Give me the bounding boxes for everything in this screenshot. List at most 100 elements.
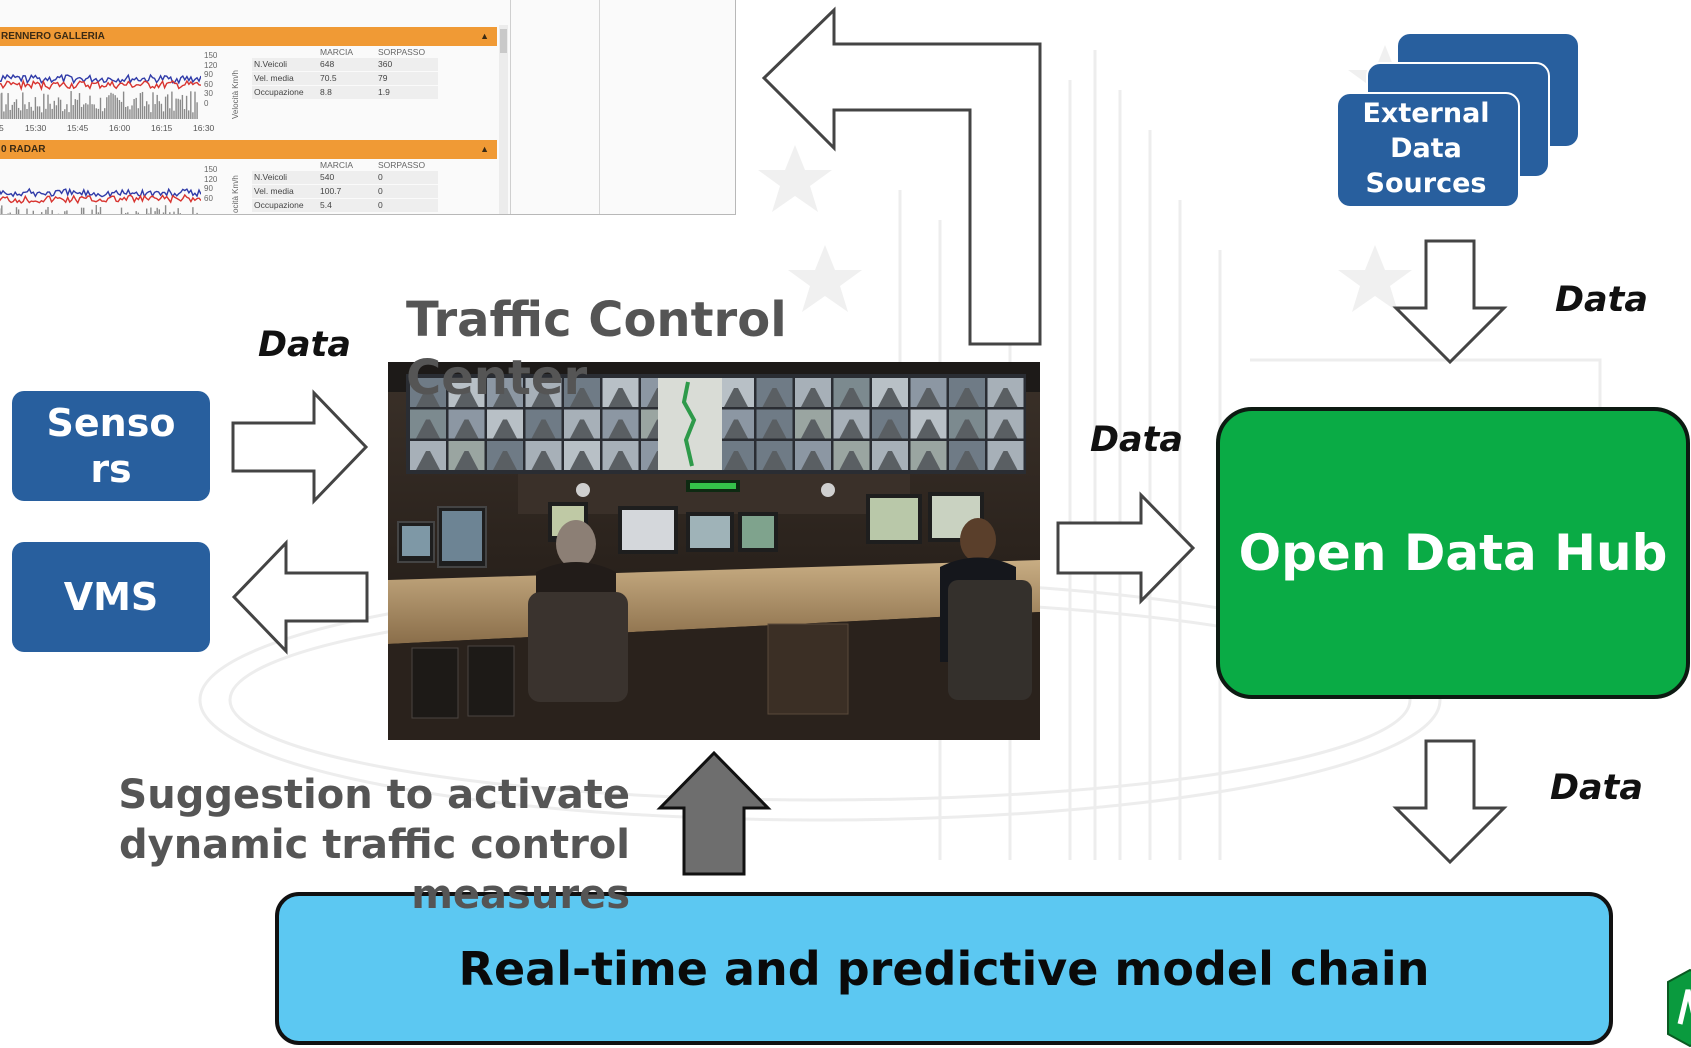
- volume-bar: [194, 92, 195, 119]
- volume-bar: [33, 211, 34, 215]
- y-ticks-2: 150 120 90 60: [204, 165, 232, 203]
- volume-bar: [26, 209, 27, 215]
- volume-bar: [131, 105, 132, 119]
- volume-bar: [125, 213, 126, 215]
- volume-bar: [154, 211, 155, 215]
- volume-bar: [184, 109, 185, 119]
- volume-bar: [152, 92, 153, 119]
- cell-value: 0: [378, 199, 434, 212]
- cell-value: 360: [378, 58, 434, 71]
- scrollbar-thumb[interactable]: [500, 29, 507, 53]
- volume-bar: [75, 99, 76, 119]
- volume-bar: [64, 109, 65, 119]
- volume-bar: [171, 92, 172, 119]
- volume-bar: [106, 97, 107, 119]
- data-label-odh-to-model: Data: [1550, 768, 1643, 808]
- data-label-tcc-to-odh: Data: [1090, 420, 1183, 460]
- collapse-chevron-icon[interactable]: ▲: [480, 27, 489, 46]
- row-label: Vel. media: [252, 185, 320, 198]
- panel-divider: [599, 0, 600, 214]
- cell-value: 540: [320, 171, 378, 184]
- row-label: N.Veicoli: [252, 171, 320, 184]
- volume-bar: [188, 110, 189, 119]
- volume-bar: [73, 105, 74, 119]
- volume-bar: [163, 111, 164, 119]
- external-data-sources-label: External Data Sources: [1336, 92, 1516, 204]
- volume-bar: [186, 96, 187, 119]
- volume-bar: [20, 110, 21, 119]
- volume-bar: [178, 208, 179, 215]
- volume-bar: [129, 109, 130, 119]
- time-tick: 16:00: [109, 123, 130, 133]
- y-tick: 150: [204, 165, 232, 175]
- time-tick: 15:30: [25, 123, 46, 133]
- column-header: MARCIA: [320, 159, 378, 171]
- volume-bar: [58, 214, 59, 215]
- volume-bar: [119, 100, 120, 119]
- volume-bar: [79, 93, 80, 119]
- volume-bar: [108, 95, 109, 119]
- volume-bar: [169, 108, 170, 119]
- volume-bar: [49, 104, 50, 119]
- volume-bar: [148, 214, 149, 215]
- volume-bar: [83, 208, 84, 215]
- cell-value: 79: [378, 72, 434, 85]
- arrow-model-to-tcc: [656, 750, 772, 878]
- table-row: Occupazione 5.4 0: [252, 199, 438, 212]
- open-data-hub-box: Open Data Hub: [1216, 407, 1690, 699]
- volume-bar: [7, 93, 8, 119]
- section-header-2-title: 0 RADAR: [1, 144, 45, 155]
- volume-bar: [12, 105, 13, 119]
- model-chain-label: Real-time and predictive model chain: [459, 942, 1430, 996]
- volume-bar: [56, 105, 57, 119]
- collapse-chevron-icon[interactable]: ▲: [480, 140, 489, 159]
- volume-bar: [100, 98, 101, 119]
- volume-bar: [144, 106, 145, 119]
- volume-bar: [26, 109, 27, 119]
- volume-bar: [39, 106, 40, 119]
- traffic-monitoring-panel: RENNERO GALLERIA ▲ 150 120 90 60 30 0 Ve…: [0, 0, 736, 215]
- section-header-1-title: RENNERO GALLERIA: [1, 31, 105, 42]
- volume-bar: [180, 213, 181, 215]
- y-tick: 30: [204, 89, 232, 99]
- volume-bar: [66, 104, 67, 119]
- volume-bar: [138, 108, 139, 119]
- volume-bar: [102, 111, 103, 119]
- volume-bar: [45, 109, 46, 119]
- volume-bar: [96, 108, 97, 119]
- y-axis-label-2: ocità Km/h: [231, 175, 240, 213]
- volume-bar: [165, 205, 166, 215]
- cell-value: 8.8: [320, 86, 378, 99]
- volume-bar: [175, 99, 176, 119]
- time-tick: 16:30: [193, 123, 214, 133]
- suggestion-text: Suggestion to activate dynamic traffic c…: [90, 770, 630, 920]
- volume-bar: [115, 95, 116, 119]
- panel-divider: [510, 0, 511, 214]
- volume-bar: [133, 99, 134, 119]
- volume-bar: [66, 210, 67, 215]
- panel-scrollbar[interactable]: [499, 25, 508, 215]
- speed-chart-1: [0, 55, 201, 119]
- cell-value: 5.4: [320, 199, 378, 212]
- volume-bar: [91, 210, 92, 215]
- volume-bar: [43, 94, 44, 119]
- volume-bar: [136, 211, 137, 215]
- volume-bar: [94, 104, 95, 119]
- volume-bar: [3, 111, 4, 119]
- volume-bar: [150, 112, 151, 119]
- section-header-2[interactable]: 0 RADAR ▲: [0, 140, 497, 159]
- stats-table-1: MARCIA SORPASSO N.Veicoli 648 360 Vel. m…: [252, 46, 438, 100]
- volume-bar: [125, 107, 126, 119]
- column-header: SORPASSO: [378, 159, 434, 171]
- arrow-external-to-odh: [1392, 238, 1508, 366]
- volume-bar: [131, 214, 132, 215]
- volume-bar: [154, 104, 155, 119]
- volume-bar: [167, 94, 168, 119]
- volume-bar: [54, 101, 55, 119]
- volume-bar: [173, 111, 174, 119]
- section-header-1[interactable]: RENNERO GALLERIA ▲: [0, 27, 497, 46]
- volume-bar: [96, 205, 97, 215]
- external-data-sources-text: External Data Sources: [1356, 96, 1496, 201]
- volume-bar: [89, 96, 90, 119]
- volume-bar: [70, 91, 71, 119]
